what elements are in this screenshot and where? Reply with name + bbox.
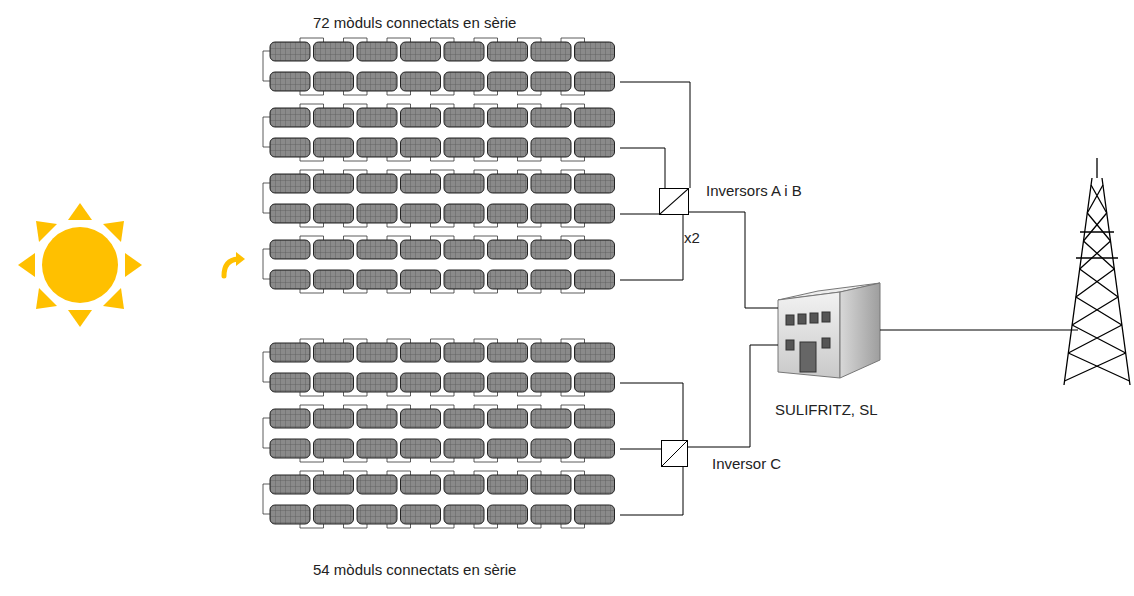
company-label: SULIFRITZ, SL	[775, 401, 878, 419]
inverter: Inversors A i Bx2	[659, 188, 689, 215]
pv-array: 54 mòduls connectats en sèrie	[268, 343, 620, 525]
pv-modules	[263, 38, 615, 528]
wire	[689, 212, 778, 308]
transmission-tower	[1064, 158, 1130, 385]
inverter-label: Inversor C	[712, 455, 781, 473]
inverter-label: Inversors A i B	[706, 182, 802, 200]
wire	[620, 148, 665, 188]
wire	[688, 345, 778, 447]
pv-array: 72 mòduls connectats en sèrie	[268, 42, 620, 290]
dc-wires	[620, 82, 690, 515]
grid-line	[880, 330, 1078, 331]
quantity-label: x2	[684, 229, 700, 247]
building	[778, 283, 880, 378]
building: SULIFRITZ, SL	[778, 283, 880, 378]
rotation-arrow	[224, 252, 245, 276]
sun	[18, 203, 142, 327]
array-label: 72 mòduls connectats en sèrie	[313, 14, 516, 32]
wire	[620, 449, 661, 450]
array-label: 54 mòduls connectats en sèrie	[313, 561, 516, 579]
inverter-symbol	[660, 189, 688, 214]
inverter: Inversor C	[661, 440, 688, 467]
inverter-symbol	[662, 441, 687, 466]
